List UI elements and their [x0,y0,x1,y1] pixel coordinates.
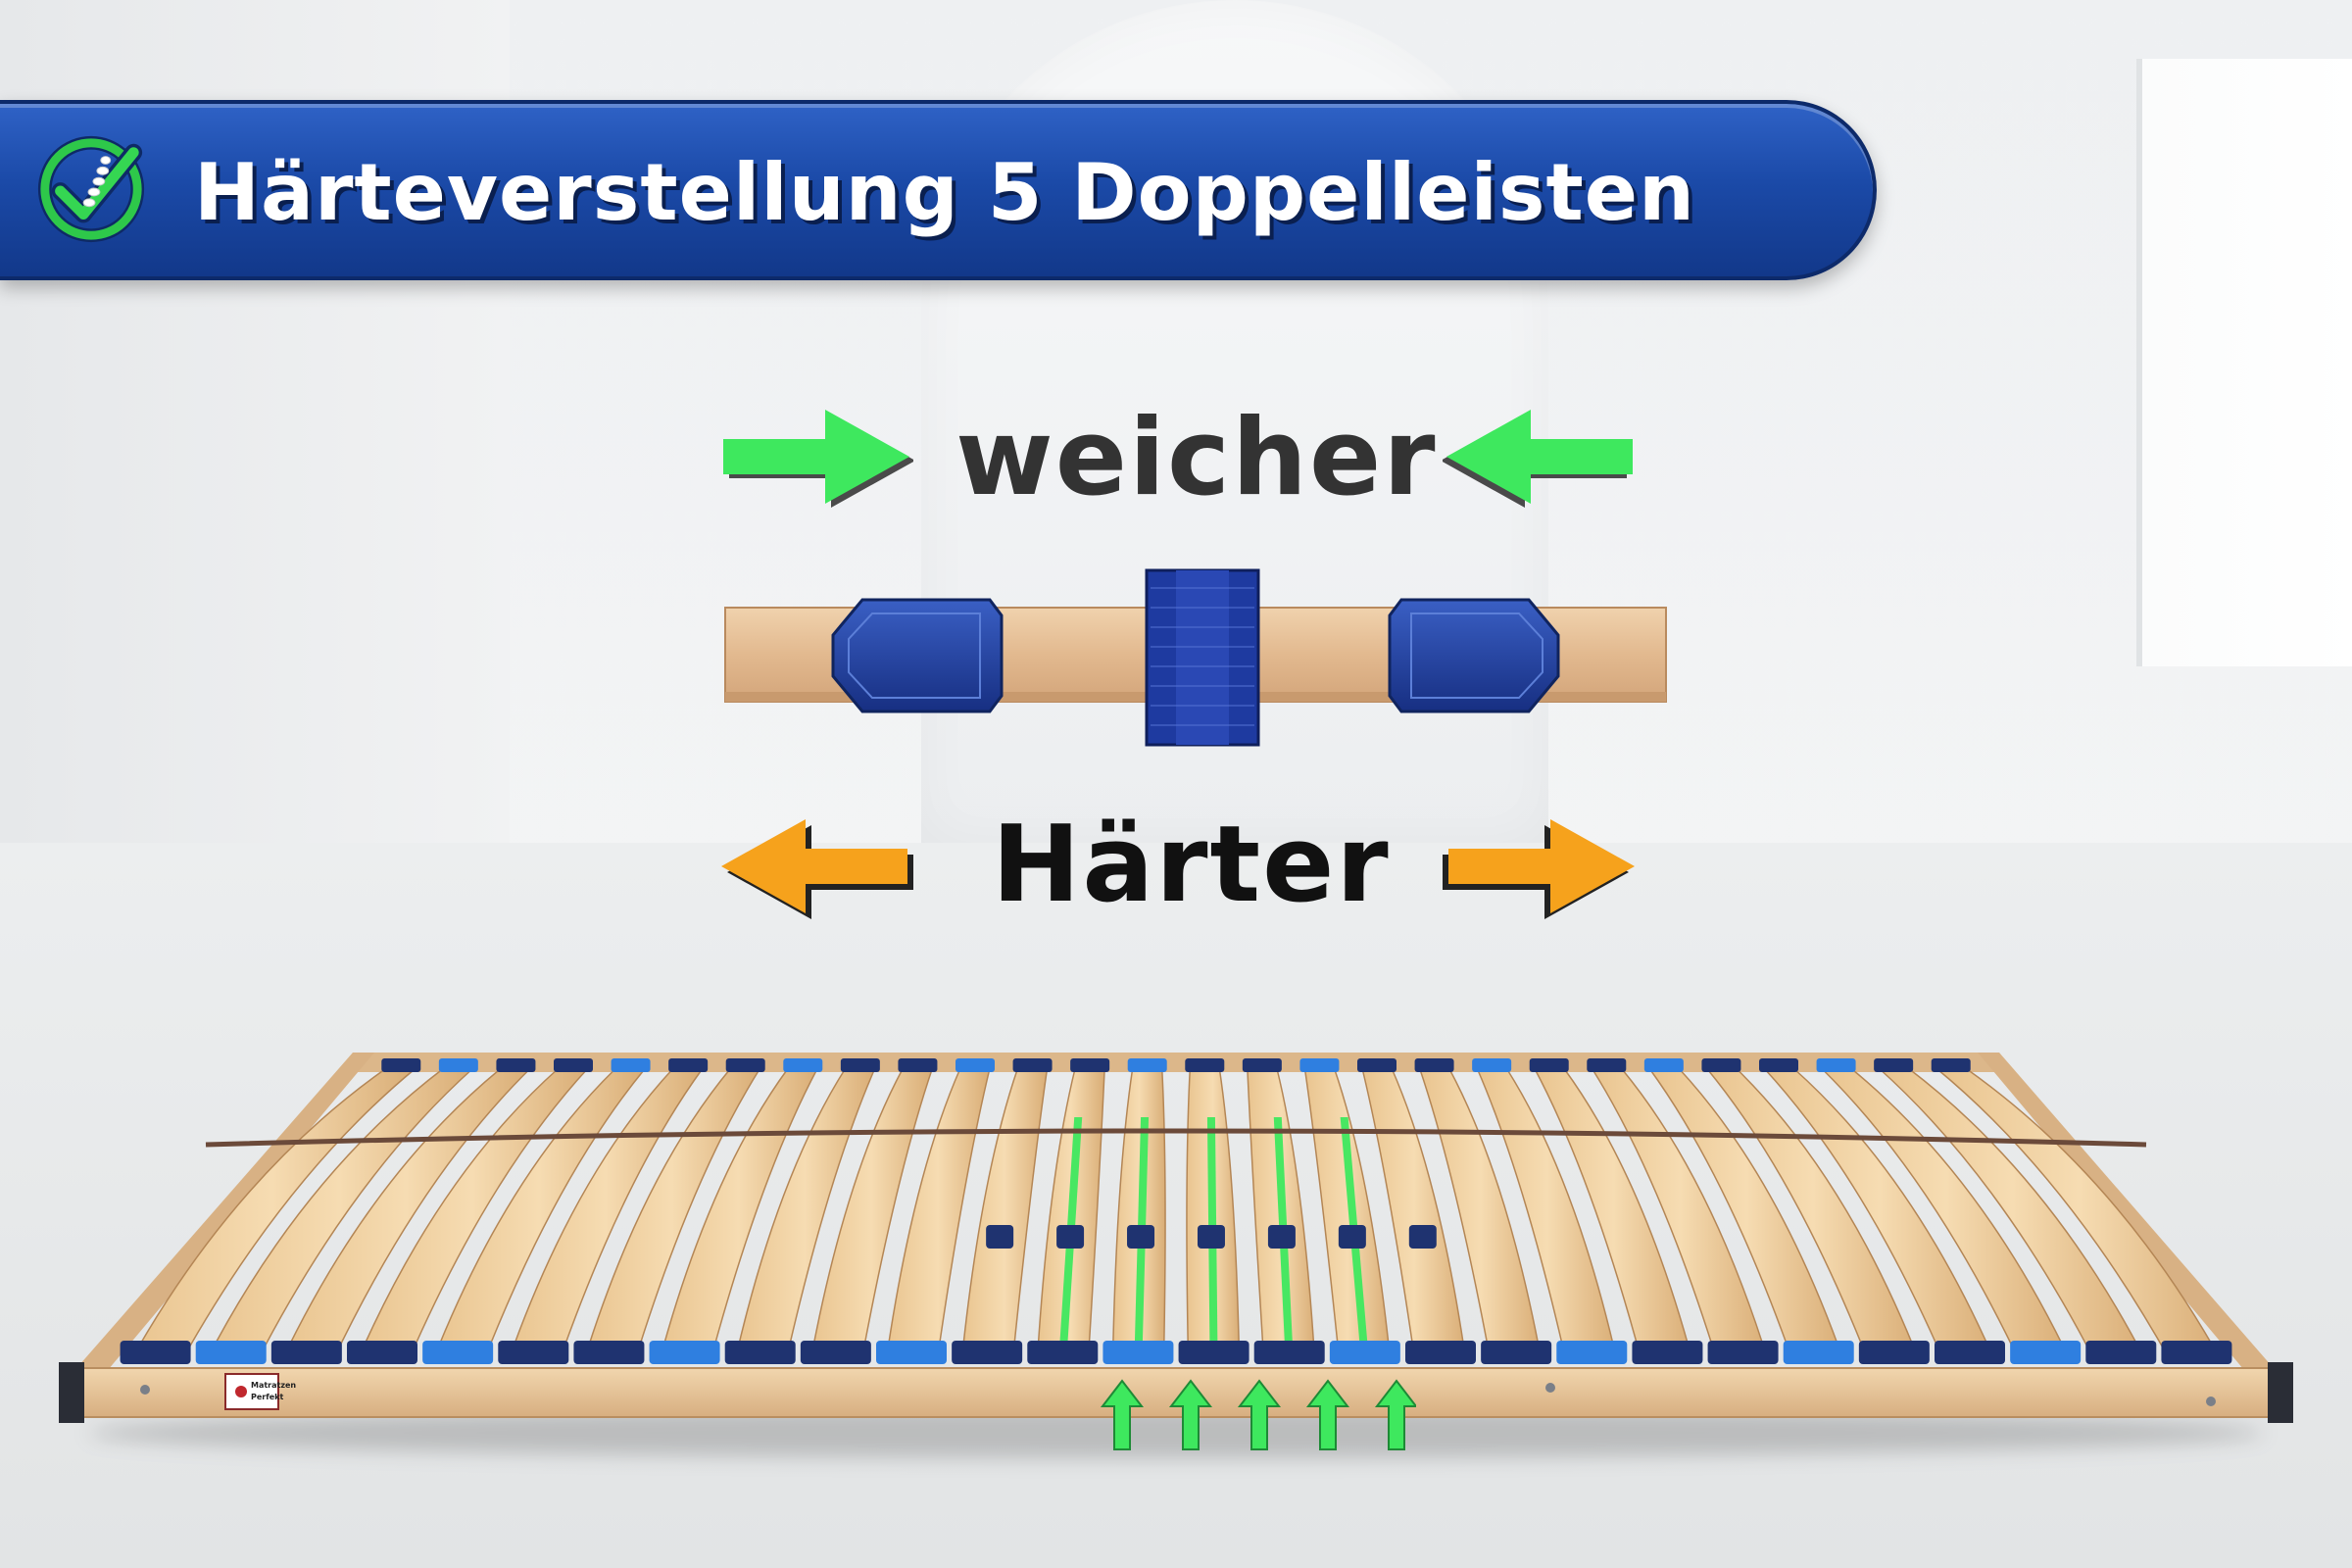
slat-cap-front [2161,1341,2232,1364]
softer-label: weicher [956,397,1438,519]
slat-cap-back [496,1058,536,1072]
brand-text-line2: Perfekt [251,1393,283,1401]
arrow-left-orange-icon [721,819,913,919]
slat-cap-front [498,1341,569,1364]
slat-cap-front [422,1341,494,1364]
right-adjuster-clip [1388,598,1560,713]
slat-cap-front [347,1341,417,1364]
slat-cap-back [1127,1058,1167,1072]
slat-cap-front [120,1341,191,1364]
slat-cap-back [1874,1058,1914,1072]
slat-cap-front [1102,1341,1174,1364]
adjuster-clip [1338,1225,1366,1249]
check-spine-icon [37,135,145,243]
slat-cap-front [876,1341,947,1364]
slat-cap-back [1816,1058,1856,1072]
harder-label: Härter [992,804,1391,926]
slat-cap-front [952,1341,1023,1364]
slat-cap-front [1329,1341,1400,1364]
slat-cap-back [1357,1058,1396,1072]
slat-cap-front [1405,1341,1476,1364]
slat-cap-front [2085,1341,2157,1364]
slat-cap-front [1935,1341,2005,1364]
slat-cap-front [1027,1341,1099,1364]
highlight-up-arrows [1100,1379,1416,1450]
slat-cap-back [1759,1058,1798,1072]
slat-cap-back [1012,1058,1053,1072]
slat-cap-front [1481,1341,1552,1364]
slat-cap-front [573,1341,645,1364]
slat-cap-front [1707,1341,1779,1364]
elastic-strap [205,1128,2147,1148]
slat-cap-back [1587,1058,1627,1072]
adjuster-clip [986,1225,1014,1249]
up-arrow-icon [1374,1379,1416,1450]
up-arrow-icon [1100,1379,1145,1450]
slat-cap-back [1242,1058,1282,1072]
slat-cap-front [1632,1341,1703,1364]
slat-cap-back [1472,1058,1512,1072]
slat-cap-front [1783,1341,1854,1364]
arrow-right-orange-icon [1443,819,1635,919]
up-arrow-icon [1168,1379,1213,1450]
center-strap [1145,568,1260,747]
slat-cap-back [1185,1058,1225,1072]
slat-cap-back [1643,1058,1684,1072]
up-arrow-icon [1305,1379,1350,1450]
left-adjuster-clip [831,598,1004,713]
arrow-left-green-icon [1443,410,1633,508]
slat-cap-back [898,1058,938,1072]
adjuster-clip [1267,1225,1296,1249]
slat-cap-back [1414,1058,1454,1072]
adjuster-clip [1197,1225,1225,1249]
slat-cap-front [800,1341,871,1364]
title-banner: Härteverstellung 5 Doppelleisten [0,100,1877,280]
slat-cap-front [270,1341,342,1364]
slat-cap-back [783,1058,823,1072]
slat-cap-back [840,1058,880,1072]
adjuster-clip [1408,1225,1437,1249]
brand-text-line1: Matratzen [251,1381,296,1390]
slat-cap-back [668,1058,709,1072]
slat-cap-back [1070,1058,1110,1072]
slat-cap-back [1931,1058,1971,1072]
arrow-right-green-icon [723,410,913,508]
slat-cap-front [1858,1341,1930,1364]
slat-cap-back [725,1058,765,1072]
slat-cap-front [724,1341,796,1364]
slat-cap-front [649,1341,720,1364]
slatted-bed-frame: Matratzen Perfekt [59,1053,2293,1458]
slat-cap-back [438,1058,478,1072]
slat-cap-front [1178,1341,1250,1364]
window [2136,59,2352,666]
slat-cap-front [195,1341,267,1364]
slat-cap-back [1299,1058,1340,1072]
brand-label: Matratzen Perfekt [224,1373,296,1410]
slat-adjustment-diagram [724,568,1667,747]
adjuster-clip [1056,1225,1085,1249]
slat-cap-front [1253,1341,1325,1364]
slat-cap-back [554,1058,593,1072]
slat-cap-back [611,1058,651,1072]
up-arrow-icon [1237,1379,1282,1450]
slat-cap-back [381,1058,421,1072]
adjuster-clip [1127,1225,1155,1249]
slat-cap-front [1556,1341,1628,1364]
slat-cap-front [2010,1341,2082,1364]
slat-cap-back [1529,1058,1569,1072]
banner-title: Härteverstellung 5 Doppelleisten [194,147,1695,238]
slat-cap-back [956,1058,995,1072]
slat-cap-back [1701,1058,1741,1072]
